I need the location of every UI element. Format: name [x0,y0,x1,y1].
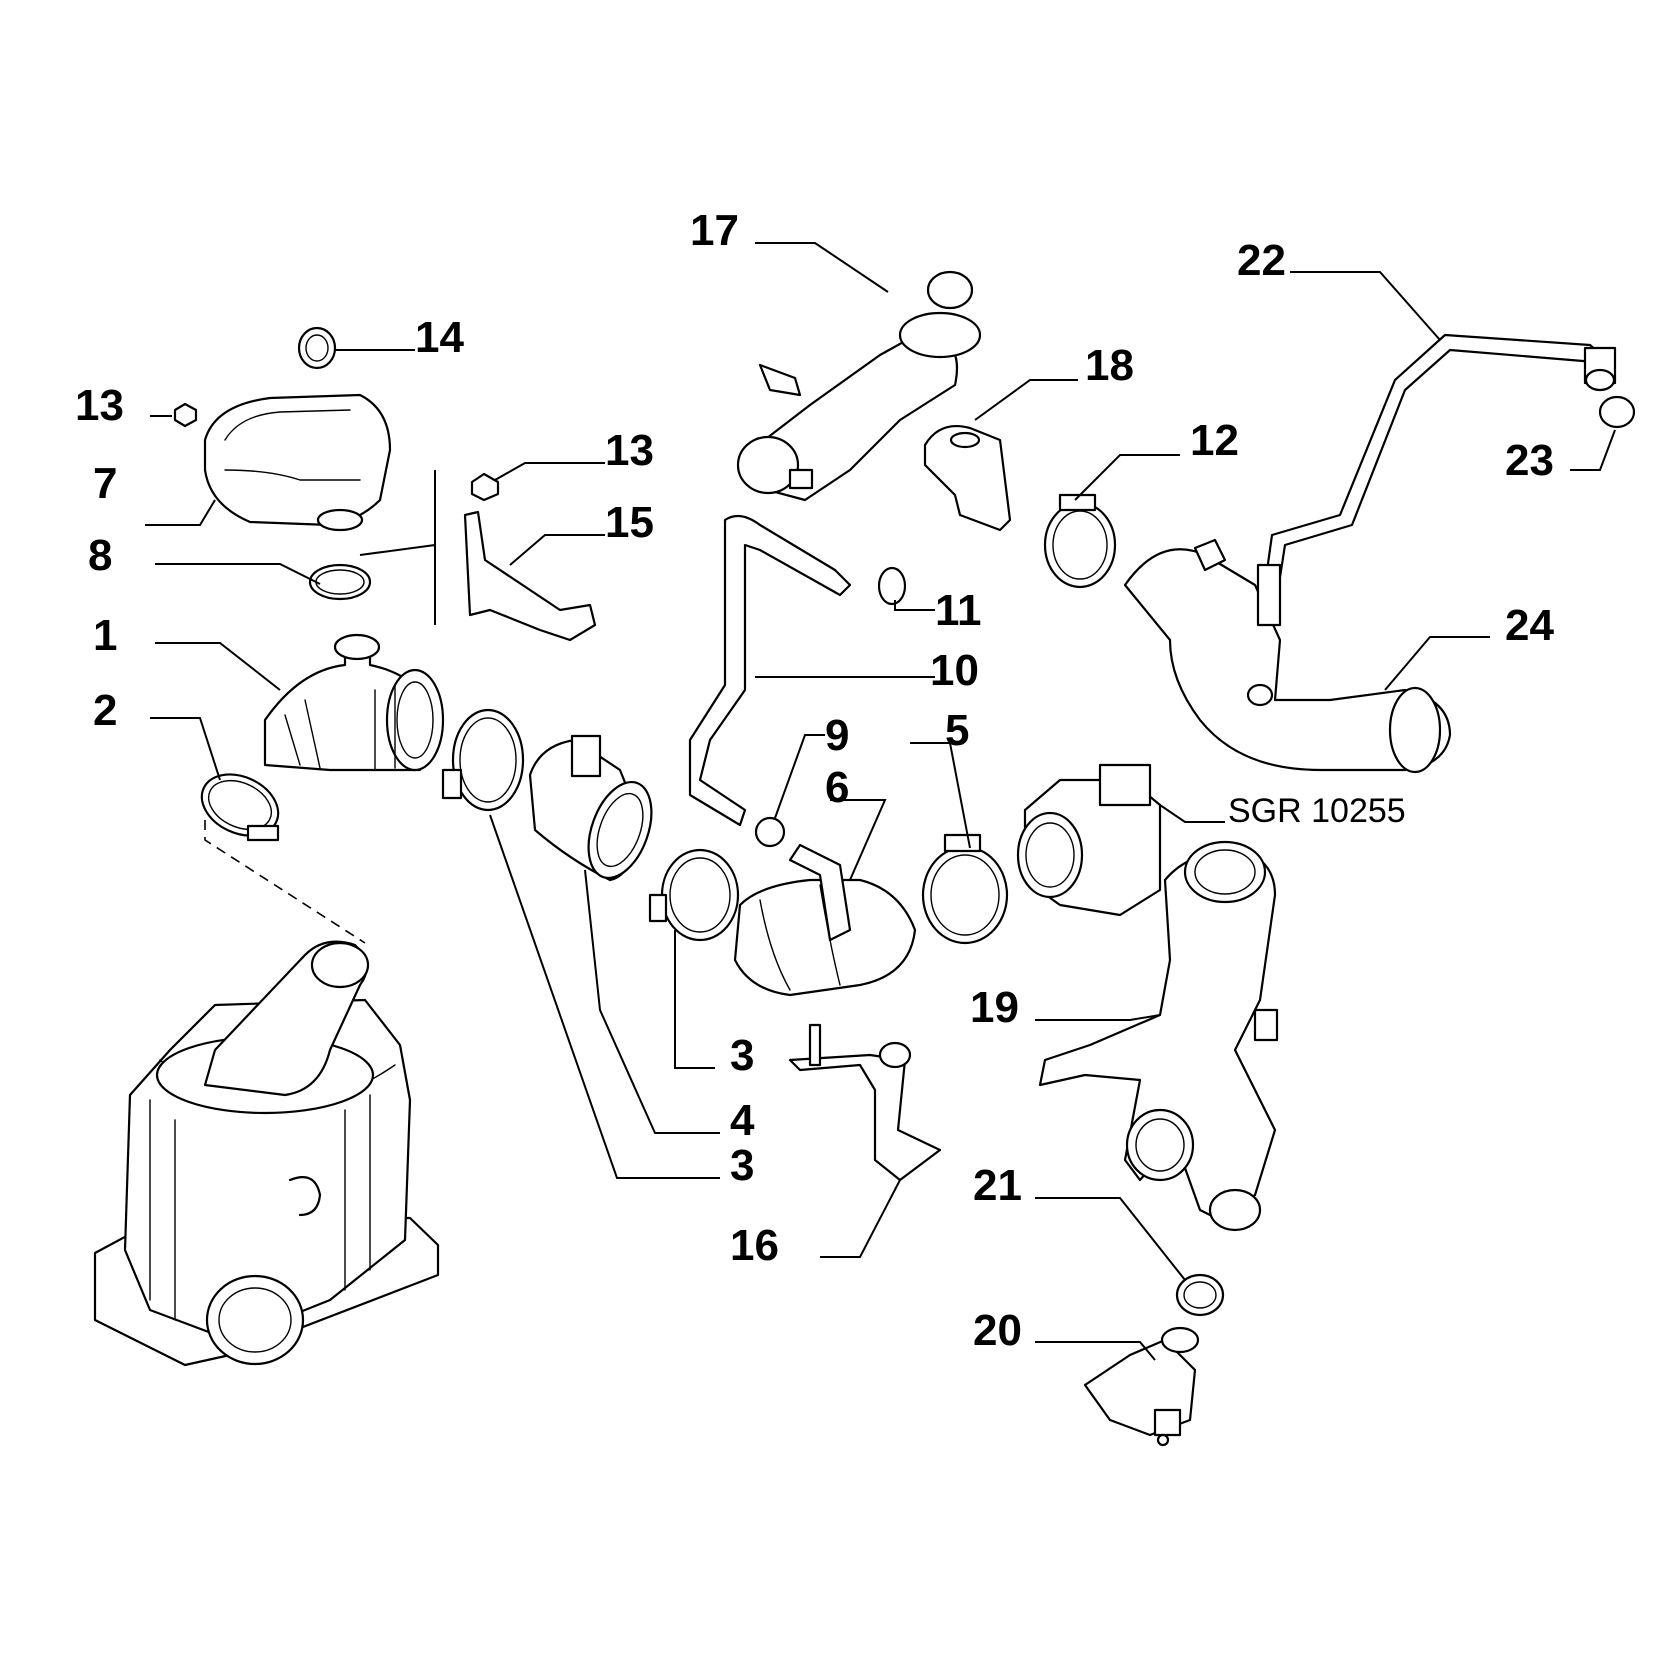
hose-clamp [200,773,280,842]
callout-3-center: 3 [730,1031,754,1080]
callout-labels: 1 2 3 3 4 5 6 7 8 9 10 11 12 13 13 14 15… [75,206,1554,1355]
callout-7: 7 [93,459,117,508]
callout-24: 24 [1505,601,1554,650]
callout-14: 14 [415,313,464,362]
dashed-assembly-line [204,820,366,944]
clamp-turbo-hose [1043,493,1117,589]
callout-2: 2 [93,686,117,735]
callout-18: 18 [1085,341,1134,390]
intercooler-hose [1038,840,1279,1232]
callout-9: 9 [825,711,849,760]
mounting-bracket [463,510,597,642]
clamp-ring [308,563,372,601]
support-bracket [788,1053,942,1182]
callout-13-right: 13 [605,426,654,475]
callout-13-left: 13 [75,381,124,430]
callout-23: 23 [1505,436,1554,485]
callout-16: 16 [730,1221,779,1270]
large-clamp-left [441,708,525,812]
clamp-lower [1175,1273,1225,1317]
nut-bracket [470,472,500,502]
hose-with-pipe [733,843,917,997]
hose-clip-small [877,566,907,606]
vent-pipe [1263,333,1607,592]
air-filter-housing [93,940,440,1367]
intake-duct-upper [736,270,982,502]
callout-12: 12 [1190,416,1239,465]
elbow-hose [263,633,445,772]
callout-3-lower: 3 [730,1141,754,1190]
pipe-end-fitting [1256,563,1282,627]
callout-1: 1 [93,611,117,660]
small-clamp [297,326,337,370]
callout-19: 19 [970,983,1019,1032]
leader-lines [145,242,1616,1361]
large-clamp-center [648,848,740,942]
clamp-throttle [921,833,1009,945]
callout-6: 6 [825,763,849,812]
o-ring [754,816,786,848]
resonator-cover [203,393,392,532]
callout-22: 22 [1237,236,1286,285]
callout-5: 5 [945,706,969,755]
throttle-body [1016,763,1162,917]
callout-20: 20 [973,1306,1022,1355]
callout-8: 8 [88,531,112,580]
bracket-upper [923,424,1012,532]
callout-11: 11 [935,586,982,635]
breather-hose [688,514,852,827]
turbo-intake-hose [1123,538,1452,774]
callout-4: 4 [730,1096,755,1145]
callout-21: 21 [973,1161,1022,1210]
reference-code: SGR 10255 [1228,792,1406,830]
washer [1598,395,1636,429]
callout-17: 17 [690,206,739,255]
callout-15: 15 [605,498,654,547]
callout-10: 10 [930,646,979,695]
pipe-fitting [1583,346,1617,392]
nut-upper-left [173,402,198,428]
air-flow-meter [528,734,653,882]
sensor-fitting [1083,1326,1200,1447]
